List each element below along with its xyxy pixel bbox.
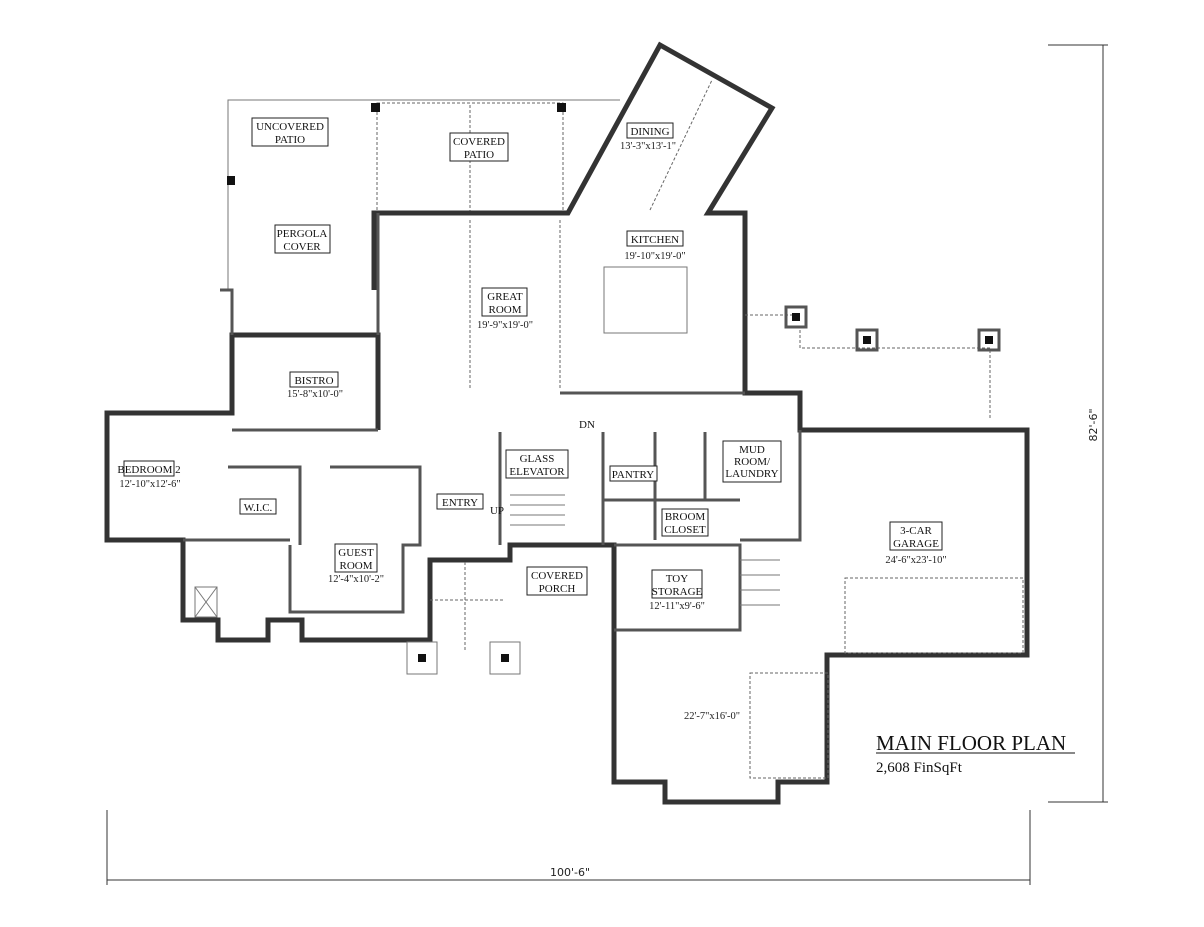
walls (104, 41, 1030, 805)
svg-text:COVERED: COVERED (453, 136, 505, 148)
svg-text:GUEST: GUEST (338, 547, 374, 559)
svg-text:ROOM: ROOM (488, 304, 521, 316)
plan-area: 2,608 FinSqFt (876, 760, 963, 776)
room-toy-storage: TOY STORAGE 12'-11"x9'-6" (649, 569, 705, 612)
room-mud-room-laundry: MUD ROOM/ LAUNDRY (722, 440, 782, 483)
svg-text:3-CAR: 3-CAR (900, 525, 932, 537)
svg-text:COVER: COVER (283, 241, 321, 253)
svg-text:UNCOVERED: UNCOVERED (256, 121, 324, 133)
svg-text:LAUNDRY: LAUNDRY (725, 468, 778, 480)
svg-text:STORAGE: STORAGE (652, 586, 703, 598)
room-dining: DINING 13'-3"x13'-1" (620, 122, 676, 152)
room-broom-closet: BROOM CLOSET (661, 508, 709, 537)
svg-text:GARAGE: GARAGE (893, 538, 939, 550)
svg-text:BEDROOM 2: BEDROOM 2 (117, 464, 180, 476)
svg-text:19'-9"x19'-0": 19'-9"x19'-0" (477, 320, 533, 331)
svg-text:PORCH: PORCH (539, 583, 576, 595)
svg-text:24'-6"x23'-10": 24'-6"x23'-10" (885, 555, 946, 566)
svg-text:MUD: MUD (739, 444, 765, 456)
svg-text:PATIO: PATIO (464, 149, 494, 161)
svg-text:COVERED: COVERED (531, 570, 583, 582)
lower-garage-size: 22'-7"x16'-0" (684, 711, 740, 722)
room-great-room: GREAT ROOM 19'-9"x19'-0" (477, 287, 533, 331)
room-covered-porch: COVERED PORCH (526, 566, 588, 596)
svg-text:19'-10"x19'-0": 19'-10"x19'-0" (624, 251, 685, 262)
svg-text:13'-3"x13'-1": 13'-3"x13'-1" (620, 141, 676, 152)
room-pantry: PANTRY (609, 465, 658, 482)
svg-text:GLASS: GLASS (520, 453, 555, 465)
svg-text:ENTRY: ENTRY (442, 497, 478, 509)
interior-details (194, 79, 1024, 779)
stairs-down-label: DN (579, 419, 595, 431)
svg-text:GREAT: GREAT (487, 291, 523, 303)
svg-text:PATIO: PATIO (275, 134, 305, 146)
svg-text:BROOM: BROOM (665, 511, 706, 523)
svg-text:W.I.C.: W.I.C. (244, 502, 273, 514)
room-kitchen: KITCHEN 19'-10"x19'-0" (624, 230, 686, 262)
svg-text:12'-10"x12'-6": 12'-10"x12'-6" (119, 479, 180, 490)
room-bedroom-2: BEDROOM 2 12'-10"x12'-6" (117, 460, 181, 490)
svg-text:12'-11"x9'-6": 12'-11"x9'-6" (649, 601, 705, 612)
svg-text:ROOM: ROOM (339, 560, 372, 572)
svg-text:ELEVATOR: ELEVATOR (509, 466, 565, 478)
overall-depth-dimension: 82'-6" (1087, 408, 1100, 441)
room-pergola-cover: PERGOLA COVER (274, 224, 331, 254)
overall-width-dimension: 100'-6" (550, 866, 590, 879)
room-uncovered-patio: UNCOVERED PATIO (251, 117, 329, 147)
room-covered-patio: COVERED PATIO (449, 132, 509, 162)
svg-text:15'-8"x10'-0": 15'-8"x10'-0" (287, 389, 343, 400)
room-wic: W.I.C. (239, 498, 277, 515)
stairs-up-label: UP (490, 505, 504, 517)
plan-title: MAIN FLOOR PLAN (876, 731, 1066, 755)
svg-text:12'-4"x10'-2": 12'-4"x10'-2" (328, 574, 384, 585)
svg-text:CLOSET: CLOSET (664, 524, 706, 536)
svg-text:KITCHEN: KITCHEN (631, 234, 679, 246)
svg-text:TOY: TOY (666, 573, 688, 585)
svg-text:PANTRY: PANTRY (612, 469, 654, 481)
patio-outline (227, 99, 620, 290)
svg-text:BISTRO: BISTRO (294, 375, 333, 387)
room-bistro: BISTRO 15'-8"x10'-0" (287, 371, 343, 400)
room-entry: ENTRY (436, 493, 484, 510)
svg-text:DINING: DINING (630, 126, 669, 138)
dimension-lines (106, 44, 1108, 885)
kitchen-island (603, 266, 688, 334)
svg-text:PERGOLA: PERGOLA (277, 228, 328, 240)
svg-text:ROOM/: ROOM/ (734, 456, 771, 468)
room-glass-elevator: GLASS ELEVATOR (505, 449, 569, 479)
room-3-car-garage: 3-CAR GARAGE 24'-6"x23'-10" (885, 521, 947, 566)
room-guest-room: GUEST ROOM 12'-4"x10'-2" (328, 543, 384, 585)
